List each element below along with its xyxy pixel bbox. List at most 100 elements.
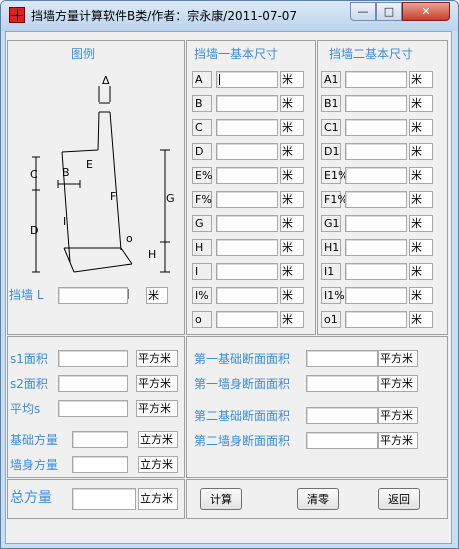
wall-volume-field[interactable] (72, 456, 128, 473)
wall1-row-input[interactable] (216, 215, 278, 232)
base2-section-unit: 平方米 (378, 407, 418, 424)
wall1-section-unit: 平方米 (378, 375, 418, 392)
wall1-row-input[interactable] (216, 191, 278, 208)
wall1-row-unit: 米 (280, 263, 304, 280)
wall1-row-input[interactable] (216, 239, 278, 256)
s1-area-label: s1面积 (10, 352, 48, 366)
wall1-row-unit: 米 (280, 215, 304, 232)
wall-diagram: Δ C B E F G D I o H (30, 74, 175, 299)
diagram-label-c: C (30, 168, 38, 181)
wall2-row-label: H1 (321, 239, 341, 256)
wall1-panel (186, 40, 316, 335)
wall2-row-input[interactable] (345, 239, 407, 256)
wall2-title: 挡墙二基本尺寸 (329, 47, 414, 61)
wall1-row-label: C (192, 119, 212, 136)
wall1-title: 挡墙一基本尺寸 (194, 47, 279, 61)
section-panel (186, 336, 448, 478)
wall2-row-label: G1 (321, 215, 341, 232)
wall1-row-input[interactable] (216, 287, 278, 304)
wall2-row-label: A1 (321, 71, 341, 88)
wall2-row-input[interactable] (345, 215, 407, 232)
wall-length-unit: 米 (146, 287, 168, 304)
clear-button[interactable]: 清零 (297, 488, 339, 510)
wall2-section-field[interactable] (306, 432, 378, 449)
maximize-button[interactable]: □ (376, 2, 402, 21)
wall1-row-label: F% (192, 191, 212, 208)
wall1-row-label: E% (192, 167, 212, 184)
wall1-section-label: 第一墙身断面面积 (194, 377, 291, 391)
wall2-row-unit: 米 (409, 287, 433, 304)
diagram-label-delta: Δ (102, 74, 110, 87)
avg-area-field[interactable] (58, 400, 128, 417)
wall1-row-unit: 米 (280, 287, 304, 304)
diagram-label-g: G (166, 192, 175, 205)
wall1-row-input[interactable] (216, 95, 278, 112)
wall2-section-label: 第二墙身断面面积 (194, 434, 291, 448)
wall2-row-label: F1% (321, 191, 348, 208)
wall-volume-unit: 立方米 (138, 456, 178, 473)
window-title: 挡墙方量计算软件B类/作者：宗永康/2011-07-07 (31, 9, 298, 23)
wall1-row-unit: 米 (280, 95, 304, 112)
wall2-row-label: C1 (321, 119, 341, 136)
wall1-row-input[interactable] (216, 71, 278, 88)
total-volume-label: 总方量 (10, 490, 52, 506)
wall1-row-label: B (192, 95, 212, 112)
wall2-row-label: o1 (321, 311, 341, 328)
s1-area-field[interactable] (58, 350, 128, 367)
wall1-row-label: H (192, 239, 212, 256)
wall1-row-input[interactable] (216, 311, 278, 328)
diagram-label-f: F (110, 190, 116, 203)
wall1-row-label: o (192, 311, 212, 328)
total-panel (7, 479, 185, 519)
wall2-row-unit: 米 (409, 71, 433, 88)
minimize-button[interactable]: — (350, 2, 376, 21)
wall1-row-label: G (192, 215, 212, 232)
client-area: 图例 (5, 31, 452, 544)
wall2-row-input[interactable] (345, 167, 407, 184)
wall1-row-input[interactable] (216, 263, 278, 280)
diagram-label-h: H (148, 248, 156, 261)
wall2-row-unit: 米 (409, 95, 433, 112)
base1-section-unit: 平方米 (378, 350, 418, 367)
wall2-row-input[interactable] (345, 119, 407, 136)
wall2-row-label: I1% (321, 287, 345, 304)
diagram-label-o: o (126, 232, 133, 245)
wall2-section-unit: 平方米 (378, 432, 418, 449)
wall1-section-field[interactable] (306, 375, 378, 392)
figure-title: 图例 (71, 47, 96, 61)
wall1-row-label: A (192, 71, 212, 88)
total-volume-field[interactable] (72, 488, 136, 510)
calc-button[interactable]: 计算 (200, 488, 242, 510)
wall2-row-label: E1% (321, 167, 348, 184)
base2-section-field[interactable] (306, 407, 378, 424)
wall1-row-label: I% (192, 287, 212, 304)
wall2-row-unit: 米 (409, 119, 433, 136)
back-button[interactable]: 返回 (378, 488, 420, 510)
wall2-row-unit: 米 (409, 215, 433, 232)
wall1-row-unit: 米 (280, 311, 304, 328)
wall2-row-input[interactable] (345, 191, 407, 208)
close-button[interactable]: ✕ (402, 2, 450, 21)
wall2-row-input[interactable] (345, 95, 407, 112)
base-volume-field[interactable] (72, 431, 128, 448)
wall1-row-input[interactable] (216, 119, 278, 136)
wall1-row-input[interactable] (216, 143, 278, 160)
title-bar[interactable]: 挡墙方量计算软件B类/作者：宗永康/2011-07-07 — □ ✕ (1, 1, 458, 31)
s2-area-field[interactable] (58, 375, 128, 392)
base1-section-field[interactable] (306, 350, 378, 367)
wall-length-input[interactable] (58, 287, 128, 304)
wall1-row-unit: 米 (280, 239, 304, 256)
wall2-row-input[interactable] (345, 71, 407, 88)
wall2-row-input[interactable] (345, 287, 407, 304)
wall2-row-input[interactable] (345, 311, 407, 328)
base-volume-label: 基础方量 (10, 433, 59, 447)
wall2-row-input[interactable] (345, 143, 407, 160)
app-cross-icon (9, 7, 25, 23)
area-panel (7, 336, 185, 478)
wall2-row-input[interactable] (345, 263, 407, 280)
wall1-row-input[interactable] (216, 167, 278, 184)
wall2-panel (317, 40, 448, 335)
diagram-label-e: E (86, 158, 93, 171)
wall1-row-unit: 米 (280, 191, 304, 208)
